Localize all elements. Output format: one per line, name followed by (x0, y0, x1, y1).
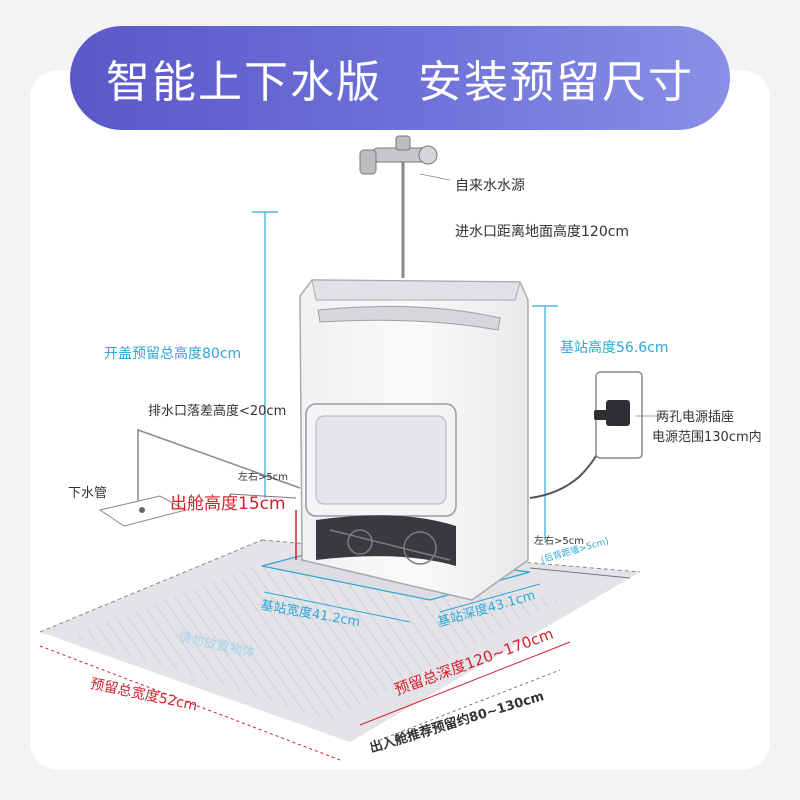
socket-label-line2: 电源范围130cm内 (652, 430, 762, 445)
base-depth-line (439, 583, 541, 613)
base-height-label: 基站高度56.6cm (560, 340, 669, 356)
exit-entry-line (379, 669, 561, 741)
faucet-icon (359, 135, 438, 175)
base-station (299, 279, 529, 601)
right-clearance-arrow (529, 567, 631, 579)
water-source-label: 自来水水源 (455, 178, 525, 194)
water-source-leader (419, 173, 451, 181)
lid-open-height-label: 开盖预留总高度80cm (104, 346, 242, 362)
base-width-line (263, 591, 411, 623)
drain-drop-label: 排水口落差高度<20cm (148, 404, 287, 419)
inlet-height-label: 进水口距离地面高度120cm (455, 224, 630, 240)
side-clearance-left-label: 左右>5cm (238, 472, 288, 483)
left-clearance-arrow (229, 493, 297, 499)
socket-label-line1: 两孔电源插座 (656, 410, 735, 425)
reserve-outline-left (39, 539, 263, 633)
side-clearance-right-label: 左右>5cm (534, 536, 584, 547)
total-depth-line (359, 641, 571, 726)
exit-height-label: 出舱高度15cm (170, 494, 286, 514)
wall-socket-icon (594, 371, 643, 459)
drain-pipe-line (137, 428, 301, 506)
title-part1: 智能上下水版 (106, 57, 382, 108)
title-banner: 智能上下水版 安装预留尺寸 (70, 26, 730, 130)
title-part2: 安装预留尺寸 (418, 57, 694, 108)
floor-hatch (70, 560, 560, 720)
drain-hole-icon (139, 507, 145, 513)
drain-pipe-label: 下水管 (68, 486, 108, 501)
